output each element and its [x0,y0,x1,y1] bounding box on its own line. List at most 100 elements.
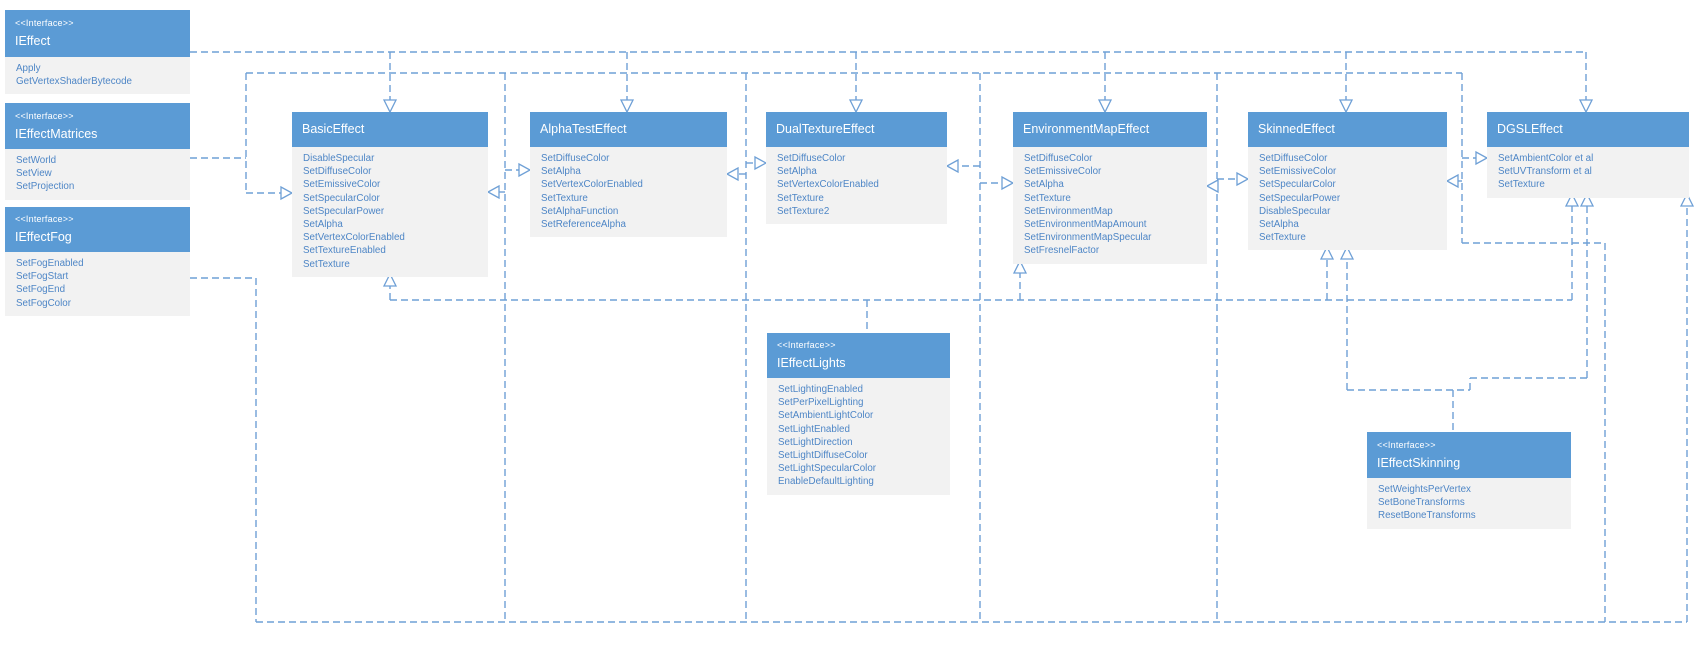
class-box-dgsleffect: DGSLEffect SetAmbientColor et al SetUVTra… [1487,112,1689,198]
box-title: BasicEffect [302,122,365,136]
method-item: SetEmissiveColor [1024,166,1102,178]
method-item: SetSpecularPower [303,205,385,217]
method-item: SetAlpha [303,219,343,231]
method-item: SetWorld [16,155,57,166]
method-item: SetDiffuseColor [1259,153,1328,164]
box-title: IEffectFog [15,230,72,244]
box-title: IEffectSkinning [1377,455,1461,470]
box-title-bar: DualTextureEffect [766,112,947,147]
method-item: SetEmissiveColor [1259,166,1337,178]
method-item: SetAlpha [1024,179,1064,191]
method-item: DisableSpecular [1259,205,1331,217]
method-item: SetFogEnabled [16,258,84,269]
box-title: SkinnedEffect [1258,122,1335,136]
method-item: SetDiffuseColor [777,153,846,164]
box-title-bar: <<Interface>> IEffectMatrices [5,103,190,149]
method-item: SetDiffuseColor [303,166,372,178]
box-title-bar: <<Interface>> IEffectLights [767,333,950,378]
method-item: SetAlphaFunction [541,205,619,217]
method-item: SetAlpha [777,166,817,178]
method-item: SetSpecularPower [1259,192,1341,204]
ieffectfog-realization-connectors [190,158,1695,623]
method-item: SetLightDiffuseColor [778,450,868,462]
method-item: SetTexture [541,192,588,204]
method-item: SetProjection [16,181,75,193]
box-title: IEffectLights [777,356,846,370]
method-item: Apply [16,63,41,74]
method-item: SetDiffuseColor [541,153,610,164]
method-list: SetAmbientColor et al SetUVTransform et a… [1487,147,1689,198]
box-title-bar: SkinnedEffect [1248,112,1447,147]
method-item: SetFresnelFactor [1024,245,1100,257]
method-item: SetVertexColorEnabled [303,232,405,244]
box-title: DualTextureEffect [776,122,875,136]
method-item: SetVertexColorEnabled [541,179,643,191]
method-item: SetLightDirection [778,436,853,448]
method-item: SetTexture [1259,232,1306,244]
method-item: SetFogColor [16,297,71,309]
method-item: SetEnvironmentMap [1024,205,1113,217]
method-item: SetTexture2 [777,205,830,217]
method-item: SetFogEnd [16,284,66,296]
method-item: SetVertexColorEnabled [777,179,879,191]
method-item: SetReferenceAlpha [541,219,626,231]
box-title-bar: <<Interface>> IEffectSkinning [1367,432,1571,478]
box-title: IEffectMatrices [15,126,98,141]
method-item: SetEnvironmentMapSpecular [1024,232,1152,244]
method-item: SetEmissiveColor [303,179,381,191]
method-item: EnableDefaultLighting [778,476,874,488]
box-title: IEffect [15,34,51,48]
method-item: SetAmbientLightColor [778,410,874,422]
method-item: SetBoneTransforms [1378,497,1465,509]
ieffect-realization-connectors [190,51,1594,114]
method-item: SetUVTransform et al [1498,166,1592,178]
interface-box-ieffectskinning: <<Interface>> IEffectSkinning SetWeights… [1367,432,1571,529]
method-item: SetView [16,168,52,180]
method-item: SetPerPixelLighting [778,397,864,409]
stereotype-label: <<Interface>> [1377,439,1436,450]
method-item: SetLightEnabled [778,423,850,435]
method-item: SetSpecularColor [303,192,380,204]
method-item: SetDiffuseColor [1024,153,1093,164]
method-item: SetTexture [777,192,824,204]
stereotype-label: <<Interface>> [15,110,74,121]
ieffectlights-realization-connectors [382,192,1580,333]
ieffectskinning-realization-connectors [1339,192,1595,432]
method-item: SetTexture [303,258,350,270]
method-item: SetWeightsPerVertex [1378,484,1471,495]
method-item: SetAlpha [541,166,581,178]
interface-box-ieffectlights: <<Interface>> IEffectLights SetLightingE… [767,333,950,495]
box-title-bar: DGSLEffect [1487,112,1689,147]
box-title-bar: EnvironmentMapEffect [1013,112,1207,147]
method-item: SetSpecularColor [1259,179,1336,191]
box-title-bar: BasicEffect [292,112,488,147]
stereotype-label: <<Interface>> [777,340,836,350]
method-item: SetAmbientColor et al [1498,153,1594,164]
ieffectmatrices-realization-connectors [190,72,1489,622]
method-item: SetTextureEnabled [303,245,386,257]
method-item: SetTexture [1024,192,1071,204]
method-item: SetEnvironmentMapAmount [1024,219,1147,231]
method-item: SetLightingEnabled [778,384,863,395]
method-item: SetFogStart [16,271,69,283]
box-title-bar: <<Interface>> IEffect [5,10,190,57]
box-title-bar: AlphaTestEffect [530,112,727,147]
method-item: ResetBoneTransforms [1378,510,1476,522]
method-item: SetAlpha [1259,219,1299,231]
